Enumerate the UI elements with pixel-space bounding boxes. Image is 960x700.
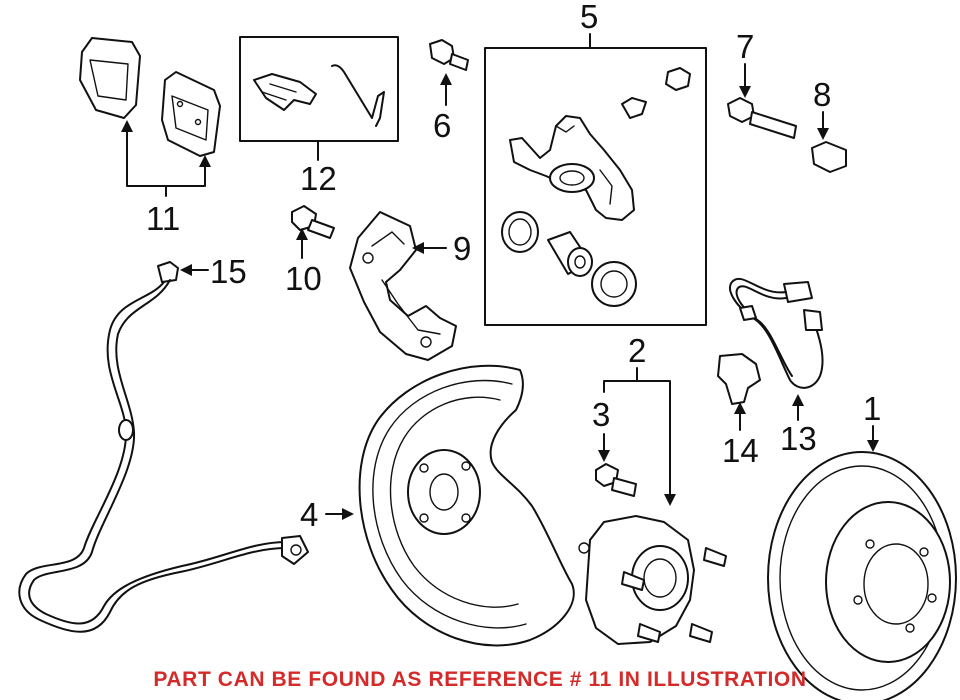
caliper-bracket-9 [349, 211, 457, 361]
callout-5: 5 [580, 0, 598, 35]
brake-caliper [509, 67, 691, 221]
callout-4: 4 [300, 496, 318, 533]
callout-2: 2 [628, 332, 646, 369]
caliper-assembly-box [484, 47, 707, 326]
callout-13: 13 [780, 420, 817, 457]
callout-11: 11 [146, 200, 180, 237]
pin-boot-8 [811, 141, 847, 173]
callout-9: 9 [453, 230, 471, 267]
slide-pin-7 [727, 97, 797, 139]
hardware-clips [253, 64, 385, 127]
callout-8: 8 [813, 76, 831, 113]
hub-bolt-3 [595, 463, 637, 497]
callout-1: 1 [863, 390, 881, 427]
callout-12: 12 [300, 160, 337, 197]
callout-14: 14 [722, 432, 759, 469]
reference-note: PART CAN BE FOUND AS REFERENCE # 11 IN I… [153, 668, 807, 691]
wheel-hub-2 [578, 515, 727, 645]
abs-sensor-wire-15 [18, 261, 309, 633]
guide-bolt-6 [429, 39, 469, 71]
callout-10: 10 [285, 260, 322, 297]
callout-6: 6 [433, 107, 451, 144]
wire-harness-13 [729, 277, 824, 389]
callout-7: 7 [736, 28, 754, 65]
dust-shield-4 [358, 364, 575, 647]
callout-15: 15 [210, 253, 247, 290]
mounting-bolt-10 [291, 205, 335, 239]
brake-pad-set [79, 37, 221, 157]
brake-rotor-1 [767, 451, 957, 700]
piston-and-seals [501, 211, 637, 307]
callout-3: 3 [592, 396, 610, 433]
callout-11-leader [121, 120, 211, 197]
harness-bracket-14 [717, 353, 761, 405]
